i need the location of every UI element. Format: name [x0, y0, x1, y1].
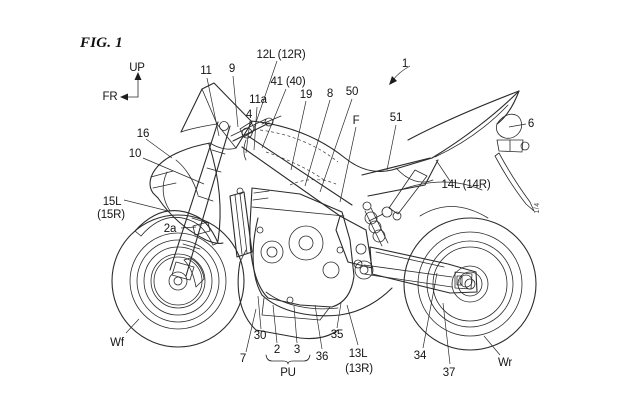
headlight-upper-edge	[150, 170, 174, 178]
ref-label-34: 34	[414, 350, 427, 362]
fender-stay-bracket	[192, 221, 211, 236]
turn-signal	[520, 141, 530, 151]
swingarm	[369, 246, 478, 294]
ref-label-36: 36	[316, 351, 328, 363]
clutch-cover	[288, 225, 324, 261]
master-cylinder	[239, 121, 256, 138]
steering-head	[243, 139, 247, 161]
front-brake-caliper	[183, 257, 205, 288]
sheet-number-marker: 1/4	[534, 202, 541, 213]
ref-label-19: 19	[300, 89, 312, 101]
radiator-cap	[236, 187, 244, 195]
front-sprocket	[354, 260, 374, 280]
fuel-tank	[250, 120, 393, 186]
headlight-lower-edge	[152, 182, 177, 189]
up-label: UP	[129, 62, 145, 74]
footrest-hanger	[388, 169, 428, 215]
ref-label-14: 14L (14R)	[442, 179, 491, 191]
ref-label-4: 4	[246, 109, 253, 121]
rear-hub	[451, 265, 489, 303]
pivot-plate	[335, 215, 373, 269]
ref-label-3: 3	[294, 344, 300, 356]
rear-axle	[464, 278, 476, 290]
front-fairing	[149, 142, 224, 244]
signal-mount	[496, 139, 524, 153]
ref-label-10: 10	[129, 148, 141, 160]
subframe	[361, 157, 439, 215]
ref-label-Wr: Wr	[498, 357, 512, 369]
ref-label-Wf: Wf	[110, 337, 125, 349]
ref-label-1: 1	[402, 58, 408, 70]
reference-arrow-1	[389, 65, 411, 85]
radiator	[229, 187, 253, 258]
lower-cowl	[237, 249, 339, 340]
rear-mudguard-stalk	[494, 152, 535, 212]
rear-wheel	[403, 217, 537, 351]
fork-lower-slider	[171, 261, 195, 281]
ref-label-8: 8	[327, 88, 333, 100]
ref-label-51: 51	[390, 112, 402, 124]
ref-label-37: 37	[443, 367, 455, 379]
ref-label-9: 9	[229, 63, 235, 75]
fr-arrowhead-icon	[120, 93, 128, 101]
reference-labels: FIG. 1 11 9 12L (12R) 41 (40) 11a 4 19 8…	[79, 35, 541, 379]
rear-sprocket	[457, 271, 483, 297]
generator-cover	[260, 240, 284, 264]
ref-label-15L: 15L	[103, 196, 122, 208]
orientation-indicator: UP FR	[103, 62, 146, 103]
ref-label-F: F	[353, 115, 360, 127]
arrowhead-icon	[389, 76, 397, 85]
front-wheel	[111, 214, 245, 348]
ref-label-11a: 11a	[249, 94, 268, 106]
ref-label-7: 7	[240, 353, 246, 365]
rear-hugger	[399, 181, 489, 219]
ref-label-15R: (15R)	[97, 209, 125, 221]
chain-drive	[354, 260, 453, 288]
ref-label-2: 2	[274, 344, 280, 356]
ref-label-50: 50	[346, 86, 358, 98]
ref-label-11: 11	[200, 65, 212, 77]
fork-top-cap	[219, 121, 229, 131]
pu-brace	[265, 354, 311, 365]
grip-end	[264, 117, 274, 127]
leader-lines	[123, 60, 527, 365]
ref-label-2a: 2a	[164, 223, 177, 235]
front-hub	[168, 271, 188, 291]
ref-label-6: 6	[528, 118, 534, 130]
throttle-body-hidden-line	[289, 179, 337, 186]
figure-title: FIG. 1	[79, 35, 123, 51]
ref-label-30: 30	[254, 330, 266, 342]
oil-pan	[261, 297, 331, 321]
ref-label-12: 12L (12R)	[257, 49, 306, 61]
front-axle	[173, 276, 183, 286]
ref-label-PU: PU	[280, 367, 296, 379]
fr-label: FR	[103, 91, 118, 103]
front-fender	[134, 210, 219, 246]
engine	[249, 187, 355, 321]
seat-tail	[391, 90, 520, 183]
rear-shock	[362, 201, 389, 247]
ref-label-13R: (13R)	[345, 363, 373, 375]
taillight	[496, 113, 530, 153]
ref-label-13L: 13L	[349, 348, 368, 360]
chain-adjuster-block	[454, 271, 473, 290]
windscreen	[180, 82, 253, 150]
up-arrowhead-icon	[134, 72, 142, 80]
ref-label-16: 16	[137, 128, 149, 140]
exhaust	[252, 217, 393, 317]
ref-label-35: 35	[331, 329, 343, 341]
ref-label-41: 41 (40)	[270, 76, 305, 88]
